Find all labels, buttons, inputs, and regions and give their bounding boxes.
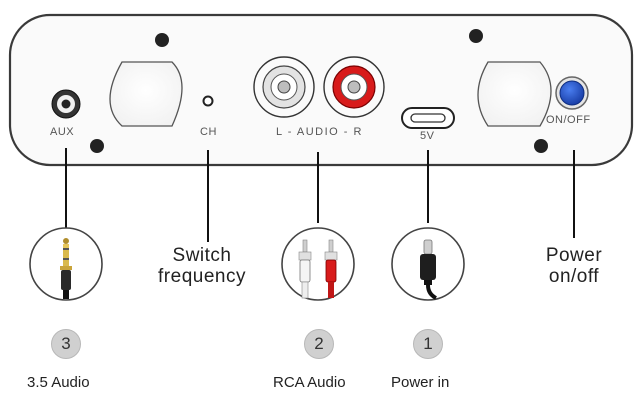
item-2-number-badge: 2 <box>304 329 334 359</box>
item-1-label: Power in <box>391 374 450 391</box>
power-button <box>555 76 589 110</box>
rca-left-jack <box>253 56 315 118</box>
aux-label: AUX <box>50 126 75 138</box>
power-on-off-line1: Power <box>545 245 603 266</box>
switch-frequency-label: Switch frequency <box>142 245 262 287</box>
item-3-label: 3.5 Audio <box>27 374 90 391</box>
power-on-off-label: Power on/off <box>518 245 630 287</box>
rca-right-jack <box>323 56 385 118</box>
item-3-number-badge: 3 <box>51 329 81 359</box>
on-off-label: ON/OFF <box>546 114 591 126</box>
ch-switch-hole <box>202 95 214 107</box>
ch-label: CH <box>200 126 217 138</box>
item-2-label: RCA Audio <box>273 374 346 391</box>
screw-holes <box>90 29 548 153</box>
aux-jack <box>51 89 81 119</box>
usb-c-port <box>401 107 455 129</box>
audio-label: L - AUDIO - R <box>276 126 363 138</box>
switch-frequency-line2: frequency <box>158 266 246 287</box>
speaker-cutout-right <box>477 61 552 127</box>
callout-lines <box>65 148 575 242</box>
switch-frequency-line1: Switch <box>172 245 232 266</box>
rca-cable-icon <box>281 227 355 301</box>
dc-5v-label: 5V <box>420 130 435 142</box>
speaker-cutout-left <box>109 61 183 127</box>
usb-c-cable-icon <box>391 227 465 301</box>
power-on-off-line2: on/off <box>548 266 600 287</box>
item-1-number-badge: 1 <box>413 329 443 359</box>
3.5mm-jack-icon <box>29 227 103 301</box>
device-back-panel <box>8 13 634 167</box>
